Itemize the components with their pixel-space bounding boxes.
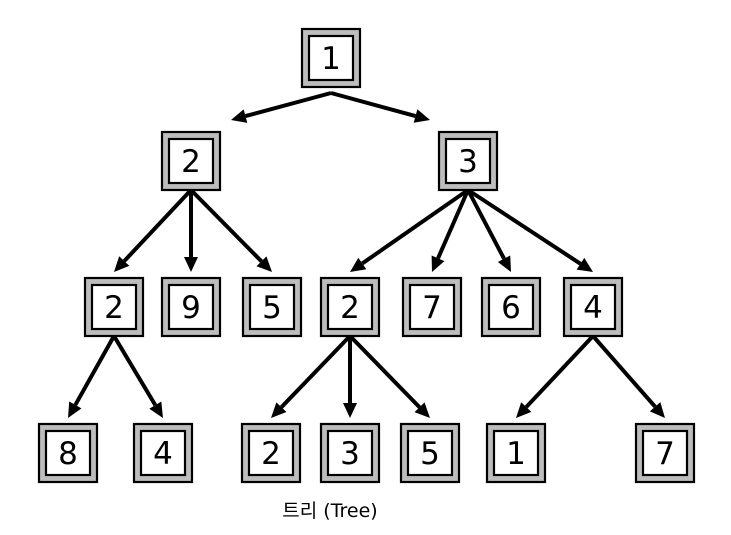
arrowhead-icon	[343, 403, 357, 418]
tree-node: 2	[160, 130, 222, 192]
node-inner-box	[44, 429, 92, 477]
node-inner-box	[641, 429, 689, 477]
node-inner-box	[90, 283, 138, 331]
node-inner-box	[247, 429, 295, 477]
arrowhead-icon	[114, 256, 130, 272]
node-inner-box	[408, 283, 456, 331]
node-inner-box	[326, 283, 374, 331]
edge-n4a-n7b	[591, 334, 657, 409]
tree-node: 7	[634, 422, 696, 484]
node-inner-box	[326, 429, 374, 477]
edge-n2a-n4b	[112, 334, 158, 407]
node-inner-box	[444, 137, 492, 185]
node-label: 4	[583, 290, 603, 326]
diagram-caption: 트리 (Tree)	[282, 500, 378, 522]
edge-n1-n3	[330, 91, 417, 118]
node-inner-box	[307, 34, 355, 82]
node-label: 7	[655, 436, 675, 472]
nodes-layer: 1 2 3 2 9 5 2 7 6 4 8 4 2 3 5 1 7	[37, 27, 696, 484]
edge-n3-n6	[466, 189, 506, 260]
node-label: 3	[458, 144, 478, 180]
edges-layer	[68, 91, 665, 418]
tree-node: 2	[83, 276, 145, 338]
arrowhead-icon	[516, 402, 532, 418]
arrowhead-icon	[576, 257, 593, 272]
node-inner-box	[167, 137, 215, 185]
node-inner-box	[487, 283, 535, 331]
node-inner-box	[139, 429, 187, 477]
arrowhead-icon	[350, 257, 367, 272]
tree-node: 5	[399, 422, 461, 484]
tree-node: 3	[437, 130, 499, 192]
node-inner-box	[248, 283, 296, 331]
edge-n3-n7a	[436, 189, 470, 260]
edge-n2a-n8	[73, 335, 116, 406]
tree-node: 2	[319, 276, 381, 338]
node-inner-box	[167, 283, 215, 331]
node-label: 2	[261, 436, 281, 472]
node-label: 2	[181, 144, 201, 180]
tree-node: 8	[37, 422, 99, 484]
edge-n2b-n5b	[348, 334, 421, 409]
arrowhead-icon	[149, 401, 163, 418]
node-label: 5	[262, 290, 282, 326]
node-label: 1	[506, 436, 526, 472]
tree-node: 6	[480, 276, 542, 338]
edge-n2b-n2c	[279, 334, 352, 409]
node-inner-box	[406, 429, 454, 477]
edge-n2-n5a	[189, 188, 263, 263]
tree-node: 7	[401, 276, 463, 338]
tree-node: 1	[485, 422, 547, 484]
tree-node: 2	[240, 422, 302, 484]
tree-node: 5	[241, 276, 303, 338]
node-inner-box	[569, 283, 617, 331]
arrowhead-icon	[68, 401, 82, 418]
node-label: 4	[153, 436, 173, 472]
node-label: 5	[420, 436, 440, 472]
arrowhead-icon	[413, 109, 430, 123]
tree-node: 1	[300, 27, 362, 89]
edge-n3-n2b	[361, 188, 470, 266]
node-label: 1	[321, 41, 341, 77]
arrowhead-icon	[231, 109, 248, 123]
tree-node: 9	[160, 276, 222, 338]
tree-node: 3	[319, 422, 381, 484]
node-label: 3	[340, 436, 360, 472]
edge-n3-n4a	[466, 188, 582, 266]
edge-n1-n2	[244, 91, 332, 119]
node-inner-box	[492, 429, 540, 477]
tree-node: 4	[562, 276, 624, 338]
node-label: 2	[104, 290, 124, 326]
arrowhead-icon	[431, 255, 445, 272]
arrowhead-icon	[271, 402, 287, 418]
edge-n2-n2a	[122, 188, 193, 263]
arrowhead-icon	[497, 255, 511, 272]
node-label: 7	[422, 290, 442, 326]
node-label: 6	[501, 290, 521, 326]
edge-n4a-n1b	[524, 334, 595, 409]
arrowhead-icon	[649, 402, 665, 418]
arrowhead-icon	[414, 402, 430, 418]
arrowhead-icon	[184, 257, 198, 272]
node-label: 9	[181, 290, 201, 326]
tree-node: 4	[132, 422, 194, 484]
arrowhead-icon	[256, 256, 272, 272]
node-label: 8	[58, 436, 78, 472]
node-label: 2	[340, 290, 360, 326]
